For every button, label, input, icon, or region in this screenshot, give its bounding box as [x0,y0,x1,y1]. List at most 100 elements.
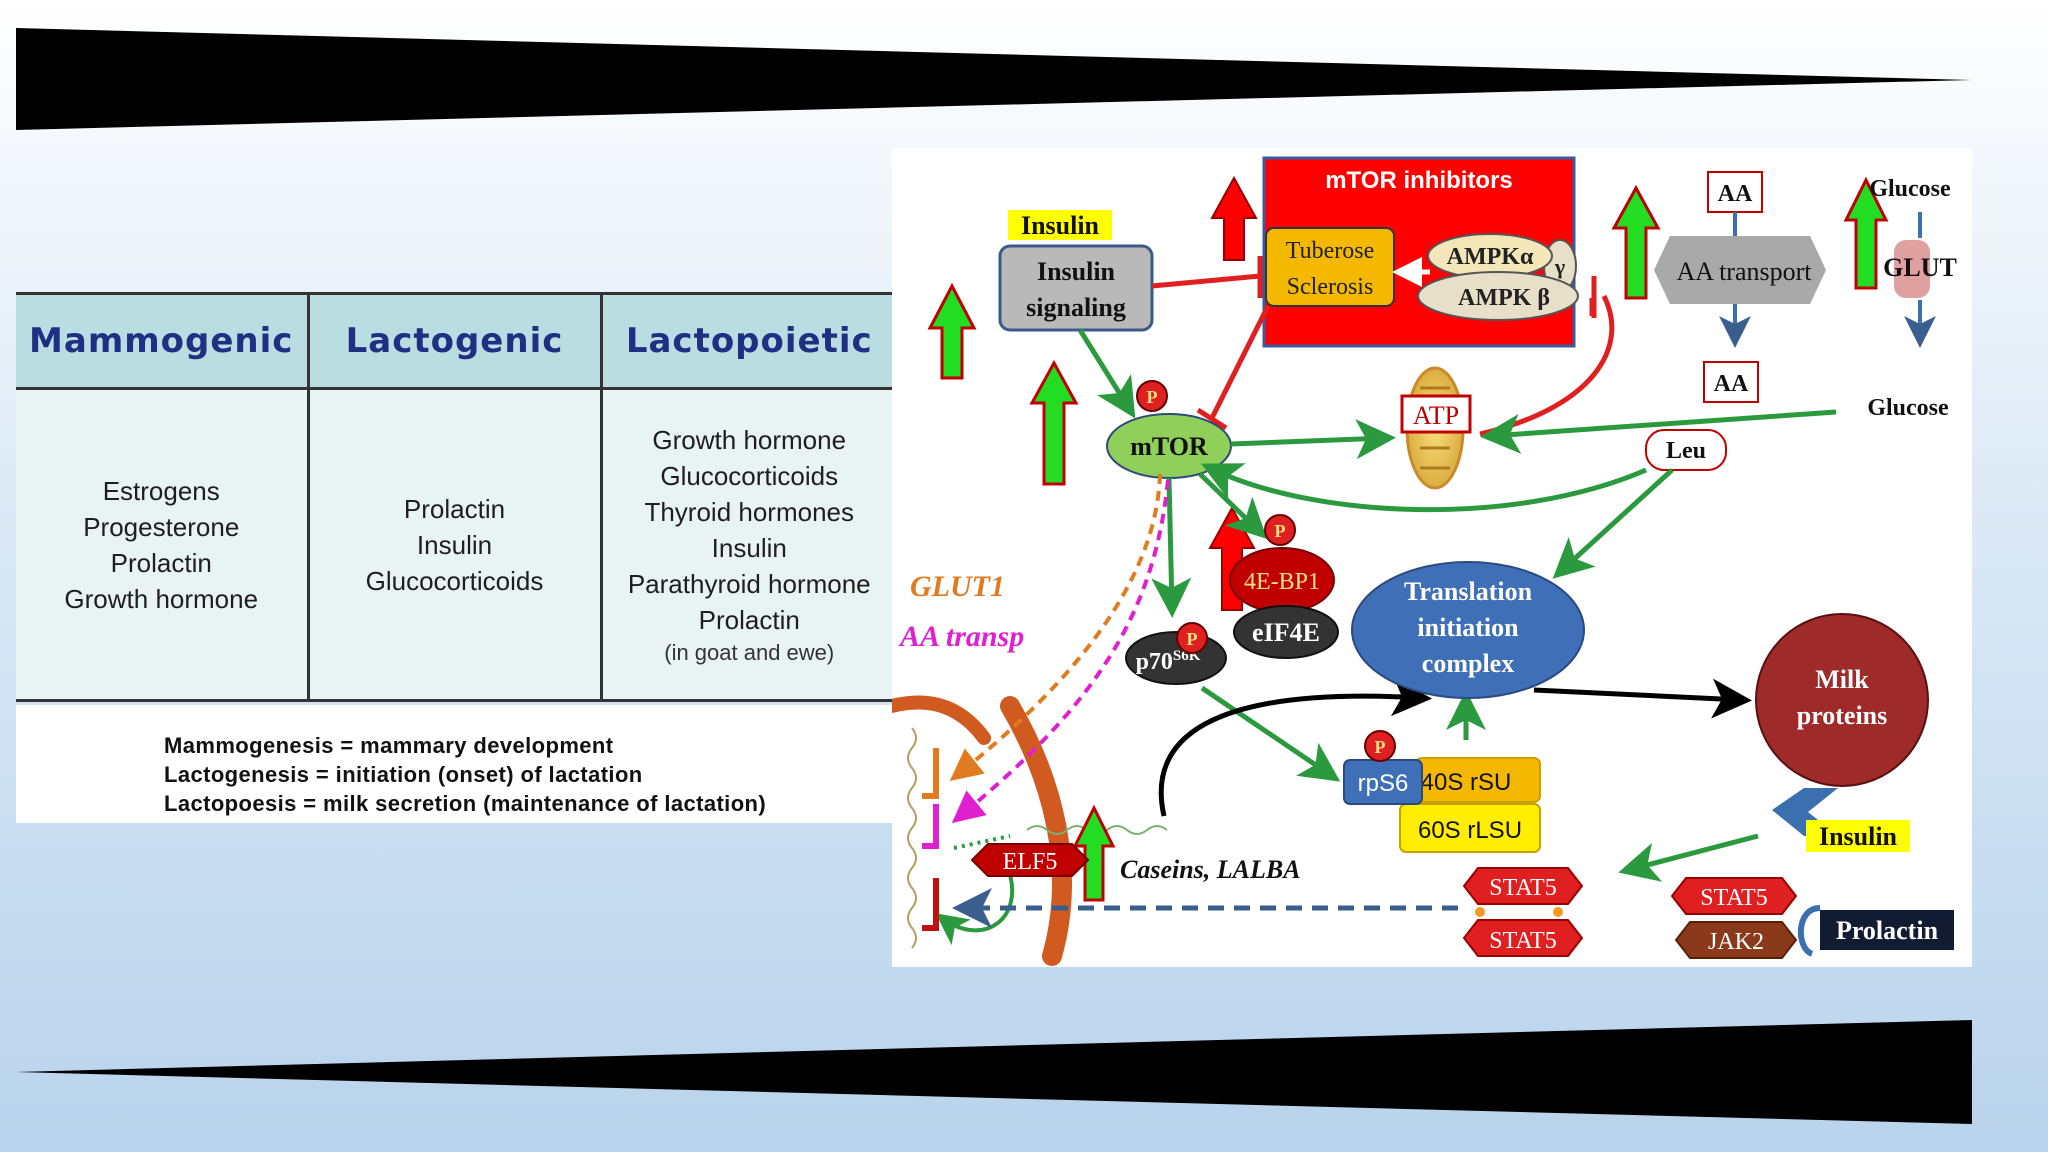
glut1-gene-marker [922,748,939,799]
aa-transport-shape [1654,236,1826,304]
rps6-phospho-label: P [1375,737,1386,757]
up-arrow-aa-transport [1611,184,1661,300]
jak2-node [1674,921,1798,959]
stat5-receptor-label: STAT5 [1700,885,1767,911]
aa-transport-label: AA transport [1676,257,1812,286]
4ebp1-phospho-label: P [1275,521,1286,541]
mtor-to-p70-arrow [1151,477,1192,618]
rlsu60-label: 60S rLSU [1418,817,1522,844]
jak2-label: JAK2 [1708,929,1764,955]
up-arrow-inhibitor [1210,175,1258,261]
stat5-node-lower [1462,919,1584,957]
translation-line3: complex [1422,649,1514,678]
translation-complex-node [1351,561,1585,699]
definition-mammogenesis: Mammogenesis = mammary development [164,733,614,758]
aa-top-label: AA [1718,181,1753,207]
elf5-label: ELF5 [1003,849,1058,875]
list-item: Insulin [416,529,493,560]
translation-line1: Translation [1404,577,1533,606]
tuberose-inhibits-mtor [1209,304,1271,420]
insulin-bottom-highlight [1806,820,1910,852]
glut1-dashed-arrow [949,473,1162,781]
insulin-top-label: Insulin [1021,211,1100,240]
mtor-label: mTOR [1130,432,1208,461]
list-item: Glucocorticoids [660,460,839,491]
header-mammogenic: Mammogenic [16,292,308,390]
list-item: Parathyroid hormone [627,568,871,599]
mtor-inhibitors-title: mTOR inhibitors [1325,167,1513,194]
glucose-to-atp-arrow [1480,409,1837,454]
aa-transp-label: AA transp [898,620,1024,653]
definitions-box: Mammogenesis = mammary development Lacto… [16,705,896,823]
hormone-table: Mammogenic Lactogenic Lactopoietic Estro… [16,292,896,702]
translation-line2: initiation [1417,613,1519,642]
leu-to-mtor-arrow [1201,463,1647,513]
header-lactopoietic: Lactopoietic [599,292,896,390]
up-arrow-mtor [1029,359,1079,486]
stat5-lower-label: STAT5 [1489,928,1556,954]
prolactin-label: Prolactin [1836,916,1939,945]
insulin-bottom-label: Insulin [1819,822,1898,851]
top-wedge-decoration [16,28,1972,130]
rsu40-label: 40S rSU [1421,769,1512,796]
mtor-to-atp-arrow [1230,419,1396,460]
lactopoietic-cell: Growth hormone Glucocorticoids Thyroid h… [599,388,896,702]
prolactin-box [1820,910,1954,950]
rps6-label: rpS6 [1358,770,1409,797]
glucose-top-label: Glucose [1869,176,1951,202]
aa-top-box [1707,171,1763,213]
elf5-dotted-link [953,834,1011,850]
up-arrow-glut [1843,176,1889,290]
eif4e-node [1233,605,1339,659]
caseins-to-translation-arrow [1158,676,1432,817]
glut1-label: GLUT1 [910,570,1005,603]
tuberose-label: Tuberose [1286,238,1374,264]
casein-gene-marker [922,878,939,931]
ampk-gamma-label: γ [1554,254,1565,279]
stat5-link-dot-right [1553,907,1563,917]
list-item: Growth hormone [652,424,847,455]
milk-proteins-node [1755,613,1929,787]
stat5-link-dot-left [1475,907,1485,917]
eif4e-label: eIF4E [1252,618,1320,647]
glut-channel [1894,240,1930,298]
insulin-to-stat5-arrow [1618,833,1759,882]
list-item: Glucocorticoids [365,565,544,596]
4ebp1-label: 4E-BP1 [1244,569,1320,595]
up-arrow-insulin [927,282,977,380]
insulin-signaling-line2: signaling [1026,293,1126,322]
list-item: Prolactin [110,547,212,578]
up-arrow-elf5 [1072,804,1116,902]
p70-phospho-label: P [1187,629,1198,649]
translation-to-milk-arrow [1533,678,1752,719]
list-item: Progesterone [83,511,240,542]
mammogenic-cell: Estrogens Progesterone Prolactin Growth … [16,388,308,702]
elf5-feedback-arrow [935,867,1015,946]
p70-to-rps6-arrow [1200,685,1341,782]
aa-transp-dashed-arrow [951,479,1170,824]
lactopoietic-note: (in goat and ewe) [664,639,835,665]
list-item: Prolactin [698,604,800,635]
p70-phospho-badge [1176,622,1208,654]
sclerosis-label: Sclerosis [1287,274,1374,300]
list-item: Thyroid hormones [644,496,855,527]
list-item: Growth hormone [64,583,259,614]
leu-label: Leu [1666,438,1706,464]
insulin-signaling-box [998,244,1154,332]
caseins-label: Caseins, LALBA [1120,855,1301,884]
insulin-to-mtor-arrow [1077,328,1136,419]
4ebp1-phospho-badge [1264,514,1296,546]
prolactin-receptor-arc [1797,905,1821,957]
dna-strand [907,727,917,949]
list-item: Insulin [711,532,787,563]
milk-line2: proteins [1797,701,1888,730]
lactogenic-cell: Prolactin Insulin Glucocorticoids [306,388,601,702]
insulin-inhibits-tuberose [1151,273,1261,289]
aa-mid-box [1703,361,1759,403]
ampk-beta-label: AMPK β [1458,285,1550,311]
stat5-upper-label: STAT5 [1489,875,1556,901]
aa-mid-label: AA [1714,371,1749,397]
mtor-inhibit-bar [1196,407,1228,431]
aa-transp-gene-marker [922,804,939,849]
stat5-node-upper [1462,867,1584,905]
